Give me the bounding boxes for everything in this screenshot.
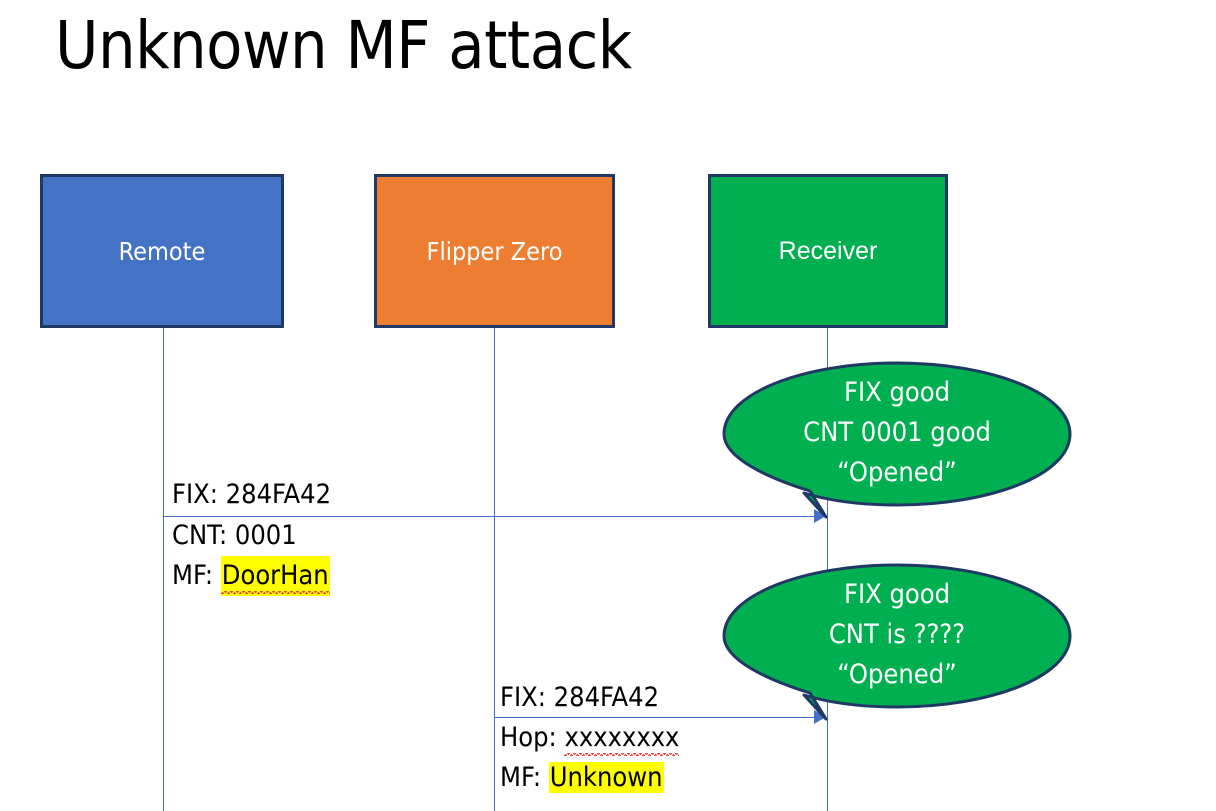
- message-2-mf-prefix: MF:: [500, 762, 549, 793]
- actor-label-remote: Remote: [118, 236, 206, 266]
- callout-shape-2: [722, 563, 1072, 721]
- message-1-fix-text: FIX: 284FA42: [172, 479, 332, 510]
- message-label-1-details: CNT: 0001 MF: DoorHan: [172, 516, 330, 596]
- message-1-mf-line: MF: DoorHan: [172, 556, 330, 596]
- page-title: Unknown MF attack: [55, 7, 632, 84]
- actor-label-flipper: Flipper Zero: [426, 236, 563, 266]
- actor-label-receiver: Receiver: [778, 236, 878, 265]
- message-arrow-line-2: [494, 717, 816, 718]
- actor-box-remote[interactable]: Remote: [40, 174, 284, 328]
- actor-box-flipper[interactable]: Flipper Zero: [374, 174, 615, 328]
- message-1-cnt-text: CNT: 0001: [172, 520, 297, 551]
- message-arrow-line-1: [163, 516, 816, 517]
- message-2-fix-text: FIX: 284FA42: [500, 682, 660, 713]
- message-2-mf-line: MF: Unknown: [500, 758, 679, 798]
- callout-bubble-2[interactable]: FIX good CNT is ???? “Opened”: [722, 563, 1072, 723]
- actor-box-receiver[interactable]: Receiver: [708, 174, 948, 328]
- message-1-mf-value: DoorHan: [220, 556, 330, 596]
- message-2-hop-prefix: Hop:: [500, 722, 565, 753]
- message-1-mf-prefix: MF:: [172, 560, 221, 591]
- message-label-1-fix: FIX: 284FA42: [172, 475, 331, 515]
- message-2-mf-value: Unknown: [548, 762, 664, 793]
- message-2-hop-line: Hop: xxxxxxxx: [500, 718, 679, 758]
- lifeline-flipper: [494, 328, 495, 811]
- message-label-2-fix: FIX: 284FA42: [500, 678, 659, 718]
- callout-bubble-1[interactable]: FIX good CNT 0001 good “Opened”: [722, 361, 1072, 521]
- message-1-cnt-line: CNT: 0001: [172, 516, 330, 556]
- lifeline-remote: [163, 328, 164, 811]
- message-label-2-details: Hop: xxxxxxxx MF: Unknown: [500, 718, 679, 798]
- message-2-hop-value: xxxxxxxx: [564, 718, 679, 758]
- callout-shape-1: [722, 361, 1072, 519]
